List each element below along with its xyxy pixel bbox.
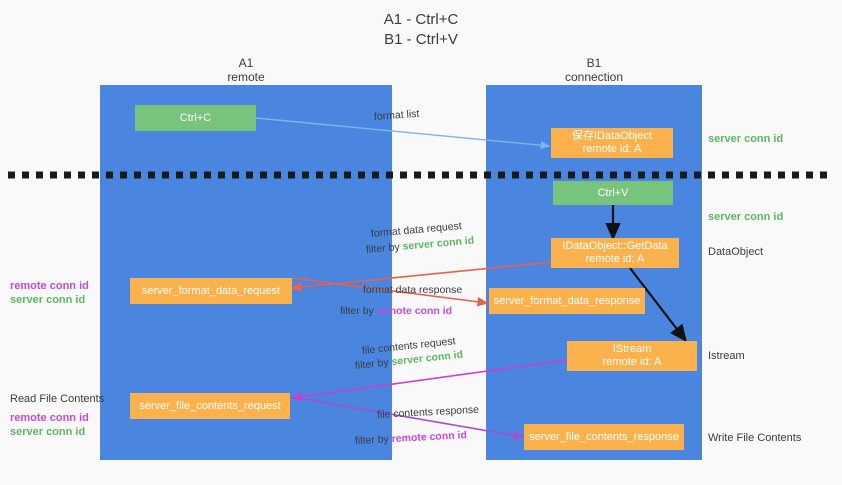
node-istream[interactable]: IStream remote id: A [567, 341, 697, 371]
arrow-label-format-list: format list [373, 107, 420, 123]
filter-prefix: filter by [354, 433, 393, 447]
column-b1-role: connection [564, 70, 624, 84]
node-ctrl-v[interactable]: Ctrl+V [553, 181, 673, 205]
right-label-server-conn-id-mid: server conn id [708, 211, 784, 223]
node-save-idataobject-line1: 保存IDataObject [571, 130, 653, 142]
filter-prefix: filter by [340, 305, 377, 317]
arrow-label-format-data-response: format data response [363, 284, 463, 296]
node-server-file-contents-request[interactable]: server_file_contents_request [130, 393, 290, 419]
node-ctrl-v-label: Ctrl+V [597, 186, 629, 199]
left-label-remote-conn-id-1: remote conn id [10, 280, 89, 292]
node-server-file-contents-response-label: server_file_contents_response [529, 430, 679, 443]
title-line-2: B1 - Ctrl+V [384, 31, 458, 48]
column-b1-name: B1 [586, 56, 602, 70]
left-label-remote-conn-id-2: remote conn id [10, 412, 89, 424]
right-label-istream: Istream [708, 350, 745, 362]
column-a1-role: remote [227, 70, 265, 84]
node-istream-line1: IStream [612, 343, 652, 355]
title-line-1: A1 - Ctrl+C [383, 11, 459, 28]
node-server-file-contents-response[interactable]: server_file_contents_response [524, 424, 684, 450]
node-save-idataobject-line2: remote id: A [582, 143, 642, 155]
node-idataobject-getdata[interactable]: IDataObject::GetData remote id: A [551, 238, 679, 268]
arrow-label-format-data-response-filter: filter by remote conn id [340, 304, 452, 319]
filter-value-remote-conn-id: remote conn id [376, 305, 453, 317]
node-save-idataobject[interactable]: 保存IDataObject remote id: A [551, 128, 673, 158]
column-header-a1: A1 remote [100, 56, 392, 84]
right-label-write-file-contents: Write File Contents [708, 432, 802, 444]
column-header-b1: B1 connection [486, 56, 702, 84]
node-server-file-contents-request-label: server_file_contents_request [139, 399, 281, 412]
filter-prefix: filter by [354, 356, 393, 372]
column-a1-name: A1 [238, 56, 254, 70]
left-label-read-file-contents: Read File Contents [10, 393, 105, 405]
node-ctrl-c-label: Ctrl+C [179, 111, 212, 124]
node-server-format-data-request-label: server_format_data_request [141, 284, 281, 297]
filter-value-remote-conn-id: remote conn id [391, 429, 468, 446]
left-label-server-conn-id-1: server conn id [10, 294, 86, 306]
node-idataobject-getdata-line2: remote id: A [585, 253, 645, 265]
right-label-dataobject: DataObject [708, 246, 764, 258]
left-label-server-conn-id-2: server conn id [10, 426, 86, 438]
node-server-format-data-request[interactable]: server_format_data_request [130, 278, 292, 304]
node-idataobject-getdata-line1: IDataObject::GetData [562, 240, 668, 252]
filter-prefix: filter by [365, 240, 404, 256]
node-ctrl-c[interactable]: Ctrl+C [135, 105, 256, 131]
node-server-format-data-response-label: server_format_data_response [493, 294, 641, 307]
node-istream-line2: remote id: A [602, 356, 662, 368]
node-server-format-data-response[interactable]: server_format_data_response [489, 288, 645, 314]
arrow-label-file-contents-response: file contents response [376, 403, 480, 421]
right-label-server-conn-id-top: server conn id [708, 133, 784, 145]
page-title: A1 - Ctrl+C B1 - Ctrl+V [0, 10, 842, 50]
